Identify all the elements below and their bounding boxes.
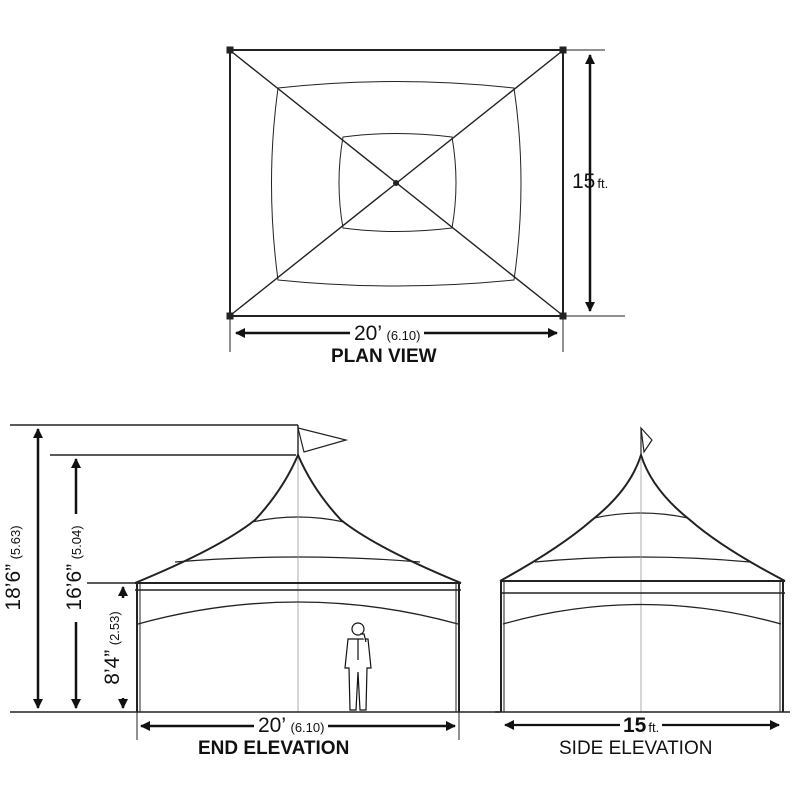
plan-inner-panel [338, 133, 457, 232]
peak-height-metric: (5.04) [69, 525, 84, 560]
plan-depth-unit: ft. [597, 176, 609, 191]
end-width-label: 20’ (6.10) [254, 714, 329, 738]
plan-width-value: 20’ [354, 322, 383, 345]
end-width-metric: (6.10) [290, 720, 325, 735]
end-elevation-title: END ELEVATION [198, 738, 350, 759]
end-valance-curve [137, 601, 459, 625]
overall-height-label: 18’6” (5.63) [2, 514, 26, 622]
overall-height-metric: (5.63) [8, 525, 23, 560]
plan-view-title: PLAN VIEW [331, 346, 437, 367]
plan-depth-value: 15 [572, 170, 596, 193]
person-figure [344, 622, 372, 711]
end-flag [297, 427, 349, 453]
end-width-value: 20’ [258, 714, 287, 737]
plan-outline [229, 49, 564, 317]
peak-height-label: 16’6” (5.04) [63, 514, 87, 622]
plan-outer-panel [271, 81, 522, 287]
side-width-value: 15 [623, 714, 647, 737]
eave-height-metric: (2.53) [107, 611, 122, 646]
plan-center-pole [393, 180, 399, 186]
side-elevation-title: SIDE ELEVATION [559, 738, 713, 759]
side-flag [640, 426, 653, 454]
side-elevation [495, 426, 790, 730]
peak-height-value: 16’6” [63, 563, 86, 611]
end-elevation [10, 424, 500, 740]
plan-width-label: 20’ (6.10) [350, 322, 425, 346]
side-roof-outline [499, 451, 786, 582]
eave-height-label: 8’4” (2.53) [101, 598, 125, 698]
end-roof-outline [134, 452, 462, 584]
plan-width-metric: (6.10) [386, 328, 421, 343]
side-width-unit: ft. [648, 720, 660, 735]
eave-height-value: 8’4” [101, 649, 124, 685]
plan-corner-pole [226, 46, 234, 54]
plan-view [226, 46, 625, 352]
overall-height-value: 18’6” [2, 563, 25, 611]
